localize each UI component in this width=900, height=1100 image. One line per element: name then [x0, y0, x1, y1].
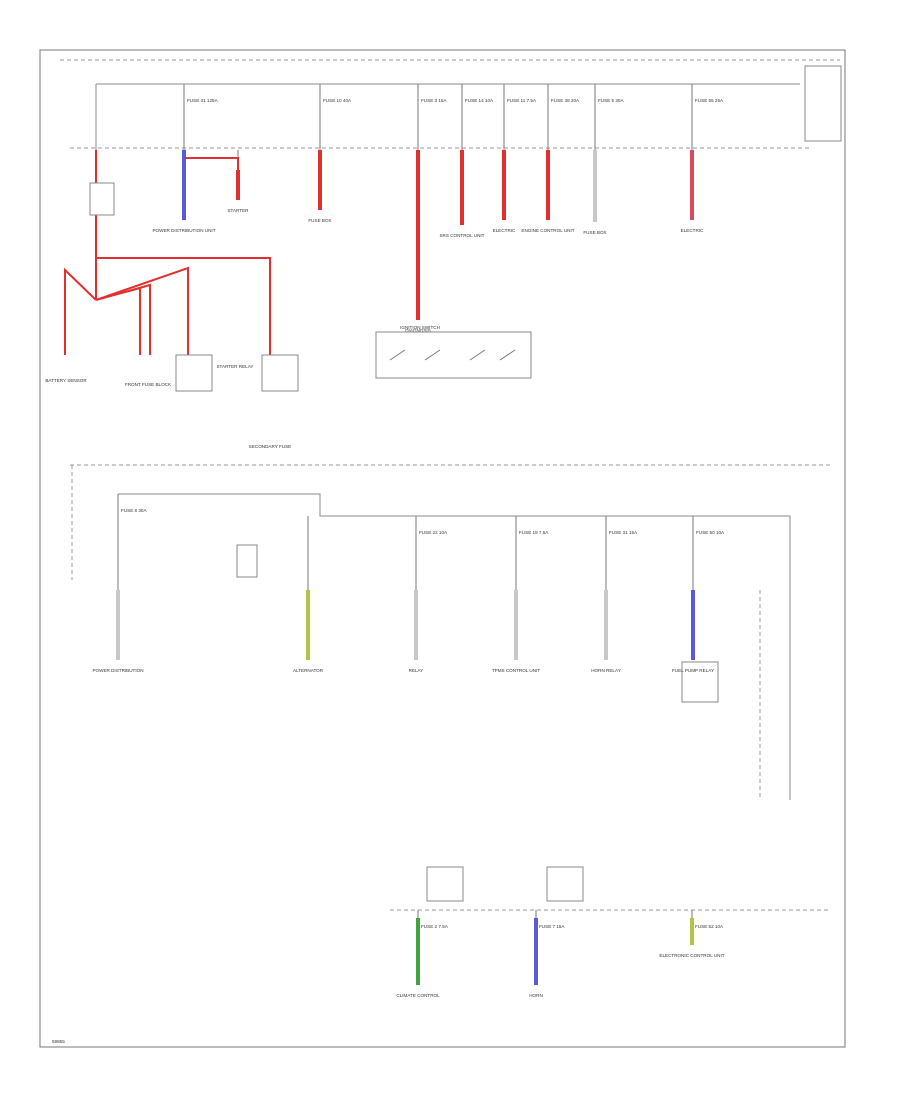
middle-load-label-1: POWER DISTRIBUTION: [92, 668, 143, 673]
lower-load-label-1: CLIMATE CONTROL: [396, 993, 440, 998]
middle-fuse-label-6: FUSE 50 10A: [696, 530, 725, 535]
ignition-contacts: [389, 349, 516, 361]
lower-fuse-group: FUSE 2 7.5A CLIMATE CONTROL FUSE 7 15A HORN…: [396, 910, 725, 998]
upper-fuse-label-4: FUSE 3 15A: [421, 98, 447, 103]
middle-fuse-group: FUSE 8 30A POWER DISTRIBUTION ALTERNATOR FU…: [92, 494, 725, 673]
upper-load-label-3: FUSE BOX: [308, 218, 331, 223]
lower-load-label-2: HORN: [529, 993, 543, 998]
middle-fuse-label-4: FUSE 18 7.5A: [519, 530, 549, 535]
upper-fuse-label-3: FUSE 10 40A: [323, 98, 352, 103]
middle-fuse-label-5: FUSE 31 15A: [609, 530, 638, 535]
upper-fuse-label-7: FUSE 38 20A: [551, 98, 580, 103]
fuse-block-label: FRONT FUSE BLOCK: [125, 382, 172, 387]
battery-feed-red: [64, 150, 271, 360]
battery-label: BATTERY SENSOR: [45, 378, 87, 383]
middle-load-label-2: ALTERNATOR: [293, 668, 324, 673]
middle-load-label-5: HORN RELAY: [591, 668, 621, 673]
lower-fuse-label-1: FUSE 2 7.5A: [421, 924, 449, 929]
upper-load-label-2: STARTER: [227, 208, 249, 213]
middle-bus: [118, 493, 791, 800]
upper-load-label-5: SRS CONTROL UNIT: [439, 233, 484, 238]
starter-red-feed: [186, 157, 239, 195]
lower-load-label-3: ELECTRONIC CONTROL UNIT: [659, 953, 724, 958]
upper-load-label-6: ELECTRIC: [493, 228, 516, 233]
middle-relay-box: [236, 544, 258, 578]
lower-relay-box-1: [426, 866, 464, 902]
upper-load-label-8: FUSE BOX: [583, 230, 606, 235]
middle-load-label-3: RELAY: [409, 668, 424, 673]
upper-fuse-label-6: FUSE 11 7.5A: [507, 98, 537, 103]
upper-fuse-label-1: FUSE 41 125A: [187, 98, 219, 103]
upper-load-label-4: DIAGNOSIS: [405, 328, 431, 333]
diagram-frame: [39, 49, 846, 1048]
diagram-code: 59855: [52, 1039, 65, 1044]
starter-relay-box: [261, 354, 299, 392]
upper-fuse-label-5: FUSE 14 10A: [465, 98, 494, 103]
ignition-switch-box: [375, 331, 532, 379]
upper-load-label-9: ELECTRIC: [681, 228, 704, 233]
top-right-connector: [804, 65, 842, 142]
battery-sensor-box: [89, 182, 115, 216]
tpms-box: [681, 661, 719, 703]
middle-load-label-4: TPMS CONTROL UNIT: [492, 668, 541, 673]
upper-load-label-1: POWER DISTRIBUTION UNIT: [152, 228, 215, 233]
lower-fuse-label-2: FUSE 7 15A: [539, 924, 565, 929]
middle-fuse-label-3: FUSE 22 10A: [419, 530, 448, 535]
upper-fuse-label-8: FUSE 5 30A: [598, 98, 624, 103]
lower-relay-box-2: [546, 866, 584, 902]
upper-fuse-label-9: FUSE 55 25A: [695, 98, 724, 103]
secondary-fuse-label: SECONDARY FUSE: [249, 444, 291, 449]
upper-fuse-group: FUSE 41 125A POWER DISTRIBUTION UNIT START…: [152, 84, 724, 333]
ignition-switch-label: IGNITION SWITCH: [400, 325, 440, 330]
upper-load-label-7: ENGINE CONTROL UNIT: [521, 228, 574, 233]
middle-fuse-label-1: FUSE 8 30A: [121, 508, 147, 513]
fuse-block-box: [175, 354, 213, 392]
lower-fuse-label-3: FUSE 52 10A: [695, 924, 724, 929]
middle-load-label-6: FUEL PUMP RELAY: [672, 668, 714, 673]
starter-relay-label: STARTER RELAY: [216, 364, 253, 369]
